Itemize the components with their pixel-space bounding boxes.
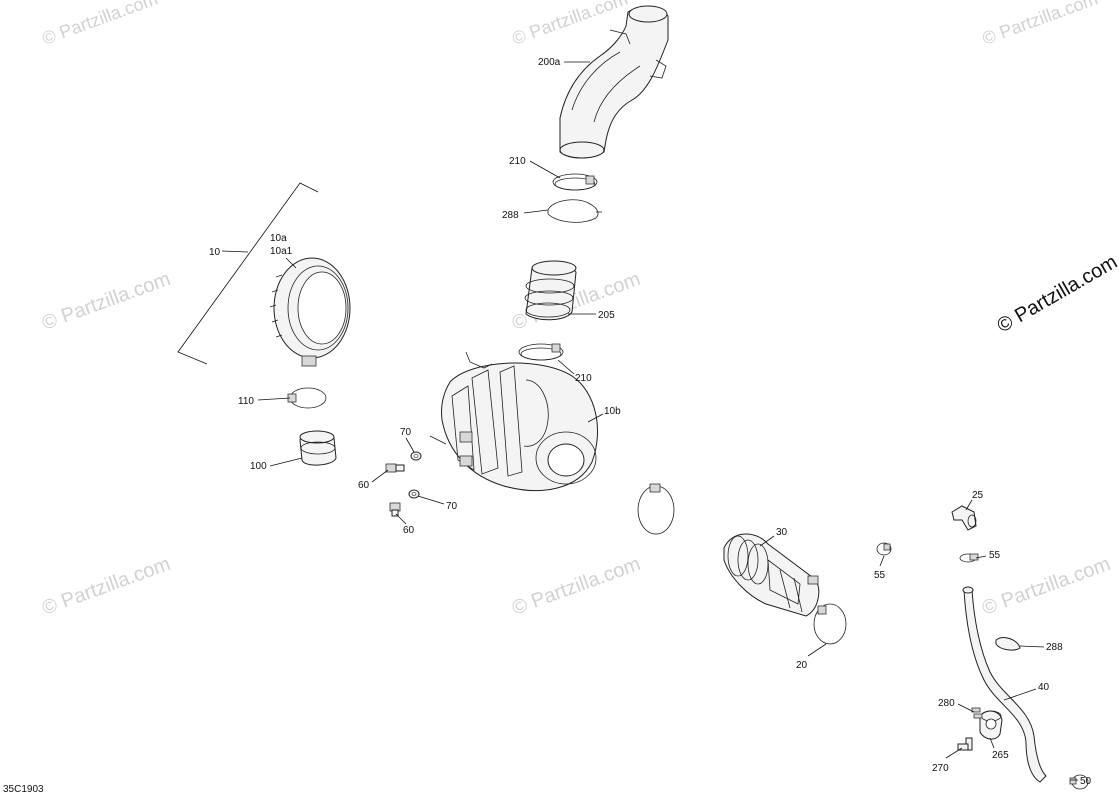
label-265: 265	[992, 750, 1009, 761]
part-210-upper-clamp[interactable]	[552, 173, 598, 191]
part-55-clamp-left[interactable]	[876, 542, 892, 556]
part-60-bolt-lower[interactable]	[389, 502, 401, 517]
diagram-code: 35C1903	[3, 784, 44, 795]
part-265-valve[interactable]	[979, 710, 1003, 740]
part-110-clamp[interactable]	[287, 387, 327, 409]
part-25-elbow-fitting[interactable]	[951, 505, 977, 531]
label-50: 50	[1080, 776, 1092, 787]
watermark: © Partzilla.com	[40, 0, 161, 49]
part-100-sleeve[interactable]	[299, 430, 337, 466]
part-200a-intake-duct[interactable]	[559, 5, 669, 159]
part-70-washer-lower[interactable]	[408, 489, 420, 499]
label-60-upper: 60	[358, 480, 370, 491]
label-40: 40	[1038, 682, 1050, 693]
part-30-intake-bellows[interactable]	[723, 533, 820, 617]
label-60-lower: 60	[403, 525, 415, 536]
label-205: 205	[598, 310, 615, 321]
part-10b-air-box[interactable]	[429, 351, 598, 491]
part-50-clamp[interactable]	[1069, 774, 1089, 790]
part-10a-filter-ring[interactable]	[269, 257, 351, 367]
part-40-hose[interactable]	[962, 586, 1047, 783]
label-110: 110	[238, 396, 254, 407]
label-55-right: 55	[989, 550, 1001, 561]
watermark: © Partzilla.com	[509, 553, 643, 620]
label-10b: 10b	[604, 406, 621, 417]
watermark: © Partzilla.com	[979, 553, 1113, 620]
watermark: © Partzilla.com	[39, 553, 173, 620]
label-70-lower: 70	[446, 501, 458, 512]
copyright-notice: © Partzilla.com	[994, 251, 1119, 337]
part-labels: 200a 210 288 10 10a 10a1 205 210 110 10b…	[3, 57, 1092, 795]
part-10-bracket	[177, 182, 319, 365]
label-20: 20	[796, 660, 808, 671]
part-55-clamp-right[interactable]	[959, 553, 979, 563]
part-clamp-outlet[interactable]	[637, 483, 675, 535]
label-70-upper: 70	[400, 427, 412, 438]
watermark: © Partzilla.com	[510, 0, 631, 49]
label-10a: 10a	[270, 233, 287, 244]
part-288-upper-seal[interactable]	[547, 199, 602, 223]
label-280: 280	[938, 698, 955, 709]
watermark: © Partzilla.com	[39, 268, 173, 335]
label-270: 270	[932, 763, 949, 774]
part-60-bolt-upper[interactable]	[385, 463, 405, 473]
part-205-coupler[interactable]	[524, 260, 577, 321]
label-55-left: 55	[874, 570, 886, 581]
part-20-clamp[interactable]	[813, 603, 847, 645]
label-288-upper: 288	[502, 210, 519, 221]
label-200a: 200a	[538, 57, 561, 68]
label-288-lower: 288	[1046, 642, 1063, 653]
watermark: © Partzilla.com	[980, 0, 1101, 49]
part-70-washer-upper[interactable]	[410, 451, 422, 461]
part-210-lower-clamp[interactable]	[518, 343, 564, 361]
label-25: 25	[972, 490, 984, 501]
part-288-lower-seal[interactable]	[995, 637, 1021, 651]
leader-lines	[221, 61, 1078, 781]
part-280-clip[interactable]	[971, 707, 983, 719]
label-100: 100	[250, 461, 267, 472]
label-10: 10	[209, 247, 221, 258]
label-10a1: 10a1	[270, 246, 293, 257]
label-30: 30	[776, 527, 788, 538]
label-210-lower: 210	[575, 373, 592, 384]
part-270-fitting[interactable]	[957, 737, 973, 751]
label-210-upper: 210	[509, 156, 526, 167]
